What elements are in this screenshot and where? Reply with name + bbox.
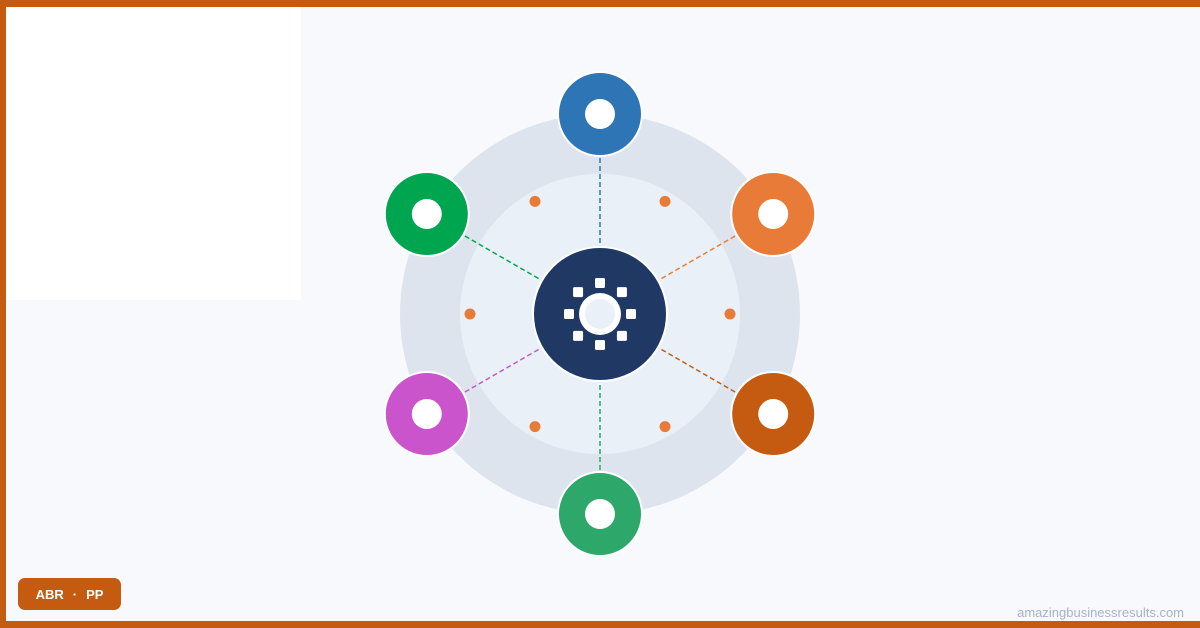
spoke-nodes xyxy=(383,71,817,557)
gear-tooth xyxy=(564,309,574,319)
badge-right-text: PP xyxy=(86,586,104,602)
ring-dot xyxy=(659,421,671,433)
badge-separator: · xyxy=(72,586,78,602)
spoke-line-upper-left xyxy=(464,235,539,280)
spokes xyxy=(464,158,736,470)
top-border xyxy=(0,0,1200,7)
gear-tooth xyxy=(595,340,605,350)
ring-icon xyxy=(585,499,615,529)
ring-icon xyxy=(758,199,789,229)
gear-center xyxy=(585,299,615,329)
gear-tooth xyxy=(595,278,605,288)
ring-dot xyxy=(724,308,736,320)
left-border xyxy=(0,0,6,628)
ring-icon xyxy=(585,99,615,129)
ring-dots xyxy=(464,195,736,433)
gear-tooth xyxy=(573,330,584,341)
ring-icon xyxy=(758,399,789,429)
hub xyxy=(532,246,668,382)
node-top xyxy=(557,71,643,157)
ring-dot xyxy=(464,308,476,320)
node-bottom xyxy=(557,471,643,557)
footer-url: amazingbusinessresults.com xyxy=(1017,605,1184,620)
gear-tooth xyxy=(616,287,627,298)
spoke-line-upper-right xyxy=(661,235,736,280)
gear-tooth xyxy=(573,287,584,298)
node-upper-right xyxy=(730,171,817,257)
ring-icon xyxy=(411,399,442,429)
ring-icon xyxy=(411,199,442,229)
gear-tooth xyxy=(616,330,627,341)
node-lower-right xyxy=(730,371,817,457)
ring-dot xyxy=(529,421,541,433)
node-lower-left xyxy=(383,371,470,457)
node-upper-left xyxy=(383,171,470,257)
gear-icon xyxy=(564,278,636,350)
brand-badge: ABR · PP xyxy=(18,578,121,610)
spoke-line-lower-right xyxy=(661,348,736,393)
blank-panel xyxy=(6,7,301,300)
spoke-line-lower-left xyxy=(464,348,539,393)
gear-tooth xyxy=(626,309,636,319)
badge-left-text: ABR xyxy=(35,586,64,602)
ring-dot xyxy=(659,195,671,207)
bottom-border xyxy=(0,621,1200,628)
ring-dot xyxy=(529,195,541,207)
